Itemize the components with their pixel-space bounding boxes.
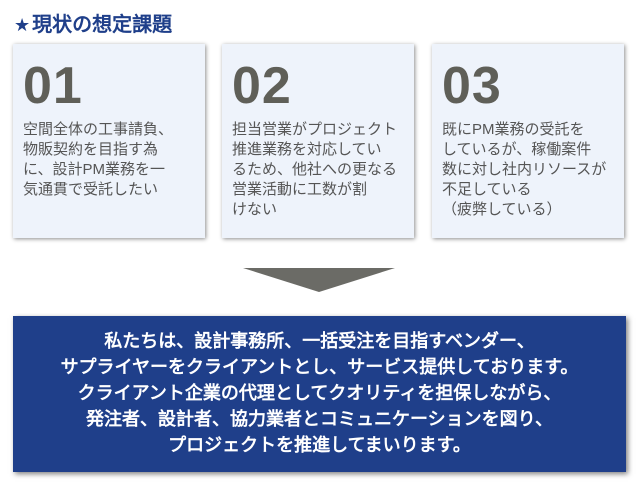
issue-line: 数に対し社内リソースが bbox=[442, 161, 607, 178]
banner-line: サプライヤーをクライアントとし、サービス提供しております。 bbox=[60, 357, 579, 377]
issue-line: 不足している bbox=[442, 181, 532, 198]
issue-line: 既にPM業務の受託を bbox=[442, 121, 585, 138]
issue-number: 03 bbox=[442, 57, 502, 115]
banner-line: 発注者、設計者、協力業者とコミュニケーションを図り、 bbox=[86, 409, 553, 429]
issue-line: 空間全体の工事請負、 bbox=[23, 121, 174, 138]
solution-banner: 私たちは、設計事務所、一括受注を目指すベンダー、 サプライヤーをクライアントとし… bbox=[13, 316, 626, 472]
issue-line: に、設計PM業務を一 bbox=[23, 161, 166, 178]
section-title-text: 現状の想定課題 bbox=[32, 14, 173, 36]
issue-line: 物販契約を目指す為 bbox=[23, 141, 159, 158]
issue-line: るため、他社への更なる bbox=[232, 161, 398, 178]
banner-line: クライアント企業の代理としてクオリティを担保しながら、 bbox=[77, 383, 562, 403]
issue-line: けない bbox=[232, 201, 278, 218]
issue-line: 営業活動に工数が割 bbox=[232, 181, 368, 198]
issue-description: 空間全体の工事請負、 物販契約を目指す為 に、設計PM業務を一 気通貫で受託した… bbox=[23, 120, 205, 200]
issue-line: 担当営業がプロジェクト bbox=[232, 121, 398, 138]
banner-line: 私たちは、設計事務所、一括受注を目指すベンダー、 bbox=[104, 331, 535, 351]
issue-line: しているが、稼働案件 bbox=[442, 141, 592, 158]
star-icon: ★ bbox=[14, 15, 31, 35]
issue-description: 既にPM業務の受託を しているが、稼働案件 数に対し社内リソースが 不足している… bbox=[442, 120, 624, 220]
issue-number: 01 bbox=[23, 57, 83, 115]
issue-line: （疲弊している） bbox=[442, 201, 562, 218]
issue-line: 気通貫で受託したい bbox=[23, 181, 159, 198]
issue-card-03: 03 既にPM業務の受託を しているが、稼働案件 数に対し社内リソースが 不足し… bbox=[432, 44, 624, 238]
issue-number: 02 bbox=[232, 57, 292, 115]
issue-line: 推進業務を対応してい bbox=[232, 141, 382, 158]
issue-description: 担当営業がプロジェクト 推進業務を対応してい るため、他社への更なる 営業活動に… bbox=[232, 120, 414, 220]
issue-card-01: 01 空間全体の工事請負、 物販契約を目指す為 に、設計PM業務を一 気通貫で受… bbox=[13, 44, 205, 238]
issue-card-02: 02 担当営業がプロジェクト 推進業務を対応してい るため、他社への更なる 営業… bbox=[222, 44, 414, 238]
down-arrow-icon bbox=[243, 268, 395, 292]
banner-line: プロジェクトを推進してまいります。 bbox=[168, 435, 471, 455]
section-title: ★現状の想定課題 bbox=[14, 8, 172, 37]
